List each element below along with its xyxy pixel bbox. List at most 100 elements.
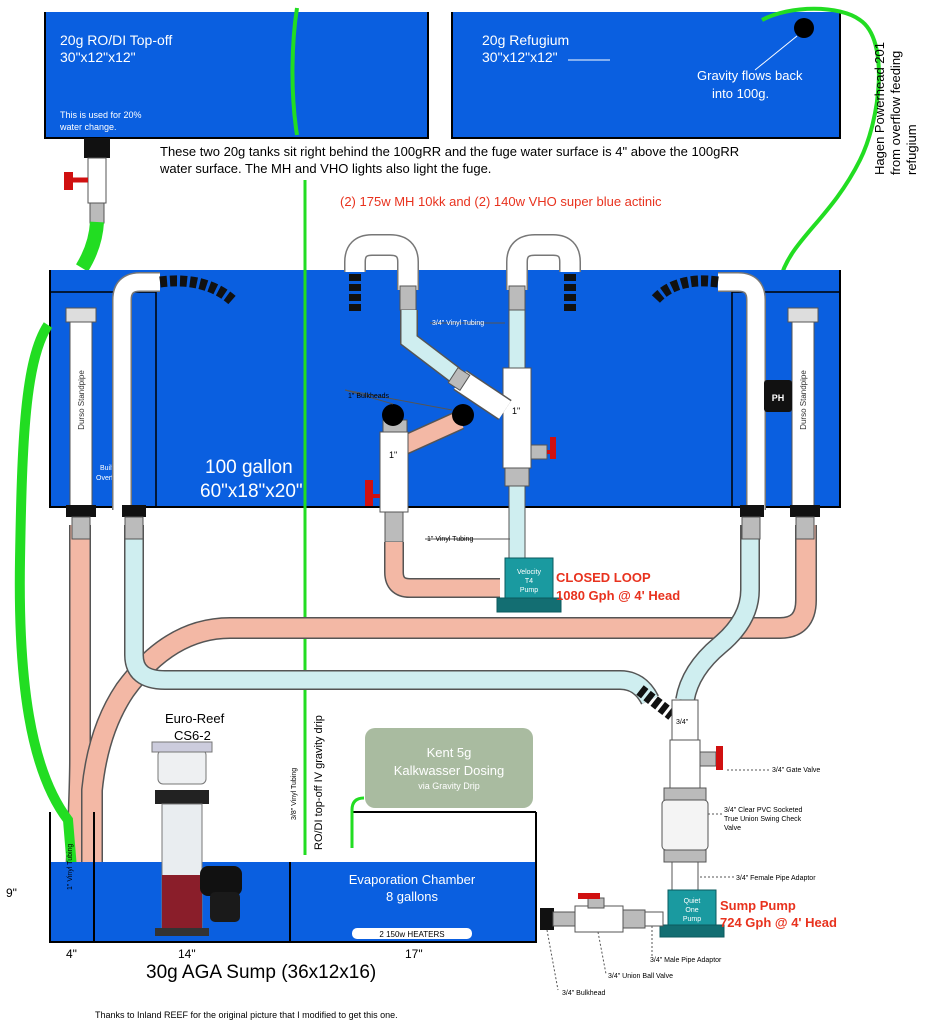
refugium-overflow-drain xyxy=(794,18,814,38)
topoff-tank: 20g RO/DI Top-off 30"x12"x12" This is us… xyxy=(44,12,429,139)
svg-text:T4: T4 xyxy=(525,578,533,585)
vinyl-3-4-label: 3/4" Vinyl Tubing xyxy=(432,320,484,327)
refugium-flow-2: into 100g. xyxy=(712,86,769,101)
vinyl-1-label: 1" Vinyl Tubing xyxy=(427,536,473,543)
svg-text:Quiet: Quiet xyxy=(684,898,701,905)
ph-probe xyxy=(764,380,792,412)
overflow-label-1: Built-in xyxy=(100,465,122,472)
heaters-label: 2 150w HEATERS xyxy=(379,930,444,939)
main-tank: Built-in Overflow 100 gallon 60"x18"x20" xyxy=(49,270,841,508)
closed-loop-right-return xyxy=(506,234,581,312)
svg-text:Durso Standpipe: Durso Standpipe xyxy=(799,370,808,430)
powerhead-hose xyxy=(761,6,881,381)
overflow-label-2: Overflow xyxy=(96,475,125,482)
left-standpipe: Durso Standpipe xyxy=(65,307,97,509)
vinyl-1-sump-label: 1" Vinyl Tubing xyxy=(67,844,74,890)
check-valve-label-1: 3/4" Clear PVC Socketed xyxy=(724,807,802,814)
closed-loop-intake-hose xyxy=(385,542,500,597)
sump-height: 9" xyxy=(6,886,17,900)
right-return-elbow xyxy=(650,272,766,510)
sump: Evaporation Chamber 8 gallons 2 150w HEA… xyxy=(49,811,537,943)
topoff-valve xyxy=(64,138,110,272)
svg-text:1": 1" xyxy=(389,450,397,460)
right-return-hose xyxy=(676,525,759,702)
closed-loop-title: CLOSED LOOP xyxy=(556,570,651,585)
refugium-title: 20g Refugium xyxy=(482,32,569,48)
behind-note-2: water surface. The MH and VHO lights als… xyxy=(159,161,491,176)
lighting-note: (2) 175w MH 10kk and (2) 140w VHO super … xyxy=(340,194,662,209)
svg-text:1": 1" xyxy=(512,406,520,416)
svg-text:Durso Standpipe: Durso Standpipe xyxy=(77,370,86,430)
bulkhead-left-icon xyxy=(382,404,404,426)
svg-text:refugium: refugium xyxy=(904,124,919,175)
svg-text:from overflow feeding: from overflow feeding xyxy=(888,51,903,175)
velocity-pump: Velocity T4 Pump xyxy=(496,557,562,613)
gate-valve-handle xyxy=(716,746,723,770)
check-valve-label-2: True Union Swing Check xyxy=(724,816,802,823)
behind-note-1: These two 20g tanks sit right behind the… xyxy=(160,144,739,159)
drip-line-top xyxy=(290,7,299,136)
check-valve-label-3: Valve xyxy=(724,825,741,832)
topoff-hose xyxy=(14,322,80,906)
check-valve xyxy=(661,799,709,851)
kent-drip xyxy=(350,796,365,848)
svg-text:3/4": 3/4" xyxy=(676,719,689,726)
drip-label: RO/DI top-off IV gravity drip xyxy=(313,715,325,850)
svg-text:Pump: Pump xyxy=(683,916,701,923)
topoff-note-1: This is used for 20% xyxy=(60,110,142,120)
ball-valve-label: 3/4" Union Ball Valve xyxy=(608,973,673,980)
bulkhead-assembly: 1" 1" Bulkheads xyxy=(344,389,474,543)
powerhead-note: Hagen Powerhead 201 from overflow feedin… xyxy=(872,42,919,175)
left-return-elbow xyxy=(112,272,236,510)
kent-doser: Kent 5g Kalkwasser Dosing via Gravity Dr… xyxy=(365,728,533,808)
svg-text:Velocity: Velocity xyxy=(517,569,542,576)
sump-intake-line xyxy=(540,893,664,933)
evap-chamber-title: Evaporation Chamber xyxy=(349,872,476,887)
refugium-tank: 20g Refugium 30"x12"x12" Gravity flows b… xyxy=(451,12,841,139)
sump-width-2: 14" xyxy=(178,947,196,961)
return-manifold: 3/4" xyxy=(636,685,723,891)
closed-loop-tube-right xyxy=(508,309,526,371)
sump-pump-title: Sump Pump xyxy=(720,898,796,913)
left-drain-hose xyxy=(65,525,90,901)
topoff-dims: 30"x12"x12" xyxy=(60,49,136,65)
kent-label-1: Kent 5g xyxy=(427,745,472,760)
kent-label-2: Kalkwasser Dosing xyxy=(394,763,505,778)
sump-width-3: 17" xyxy=(405,947,423,961)
sump-title: 30g AGA Sump (36x12x16) xyxy=(146,962,376,983)
female-adaptor-label: 3/4" Female Pipe Adaptor xyxy=(736,875,816,882)
credit-note: Thanks to Inland REEF for the original p… xyxy=(95,1010,398,1020)
closed-loop-tube-left xyxy=(401,310,460,381)
svg-text:One: One xyxy=(685,907,698,914)
sump-pump-flow: 724 Gph @ 4' Head xyxy=(720,915,837,930)
closed-loop-manifold: 1" xyxy=(447,366,556,559)
svg-text:PH: PH xyxy=(772,393,785,403)
topoff-note-2: water change. xyxy=(59,122,117,132)
male-adaptor-label: 3/4" Male Pipe Adaptor xyxy=(650,957,722,964)
refugium-flow-1: Gravity flows back xyxy=(697,68,803,83)
closed-loop-left-return xyxy=(344,234,419,312)
bulkhead-right-icon xyxy=(452,404,474,426)
closed-loop-flow: 1080 Gph @ 4' Head xyxy=(556,588,680,603)
bulkhead-label: 3/4" Bulkhead xyxy=(562,990,605,997)
skimmer-label-2: CS6-2 xyxy=(174,728,211,743)
bulkheads-label: 1" Bulkheads xyxy=(348,393,390,400)
gate-valve-label: 3/4" Gate Valve xyxy=(772,767,820,774)
main-tank-dims: 60"x18"x20" xyxy=(200,481,303,502)
sump-width-1: 4" xyxy=(66,947,77,961)
vinyl-3-8-label: 3/8" Vinyl Tubing xyxy=(291,768,298,820)
sump-pump: Quiet One Pump xyxy=(659,889,725,938)
right-standpipe: Durso Standpipe xyxy=(787,307,819,509)
topoff-title: 20g RO/DI Top-off xyxy=(60,32,172,48)
refugium-dims: 30"x12"x12" xyxy=(482,49,558,65)
svg-text:Hagen Powerhead 201: Hagen Powerhead 201 xyxy=(872,42,887,175)
main-tank-title: 100 gallon xyxy=(205,457,293,478)
skimmer-label-1: Euro-Reef xyxy=(165,711,225,726)
right-drain-hose xyxy=(82,525,816,900)
evap-chamber-volume: 8 gallons xyxy=(386,889,439,904)
svg-text:Pump: Pump xyxy=(520,587,538,594)
protein-skimmer xyxy=(151,741,242,936)
kent-label-3: via Gravity Drip xyxy=(418,781,480,791)
tank-bulkheads xyxy=(66,505,820,540)
